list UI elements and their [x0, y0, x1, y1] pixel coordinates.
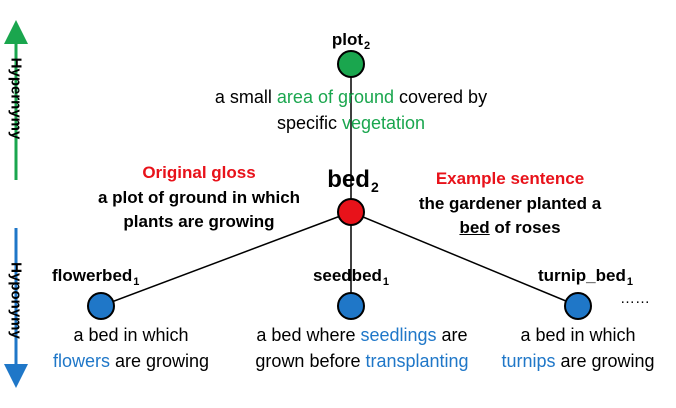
node-turnipbed	[564, 292, 592, 320]
node-seedbed	[337, 292, 365, 320]
seedbed-gloss: a bed where seedlings are grown before t…	[255, 325, 469, 371]
hypernymy-label: Hypernymy	[7, 57, 25, 140]
example-sentence-text: the gardener planted a bed of roses	[418, 194, 602, 237]
flowerbed-label: flowerbed1	[52, 266, 140, 288]
edge-bed-flowerbed	[100, 211, 352, 307]
node-bed	[337, 198, 365, 226]
flowerbed-gloss: a bed in which flowers are growing	[52, 325, 210, 371]
node-plot	[337, 50, 365, 78]
edge-bed-turnipbed	[350, 211, 579, 307]
node-flowerbed	[87, 292, 115, 320]
original-gloss-heading: Original gloss	[142, 163, 256, 182]
example-sentence-heading: Example sentence	[435, 169, 585, 188]
plot-gloss: a small area of ground covered by specif…	[214, 87, 488, 133]
turnipbed-gloss: a bed in which turnips are growing	[501, 325, 655, 371]
plot-label: plot2	[331, 30, 371, 52]
more-ellipsis: ……	[620, 290, 650, 307]
seedbed-label: seedbed1	[312, 266, 390, 288]
turnipbed-label: turnip_bed1	[538, 266, 633, 288]
hyponymy-label: Hyponymy	[7, 262, 25, 339]
original-gloss-text: a plot of ground in which plants are gro…	[97, 188, 301, 231]
bed-label: bed2	[327, 166, 379, 195]
